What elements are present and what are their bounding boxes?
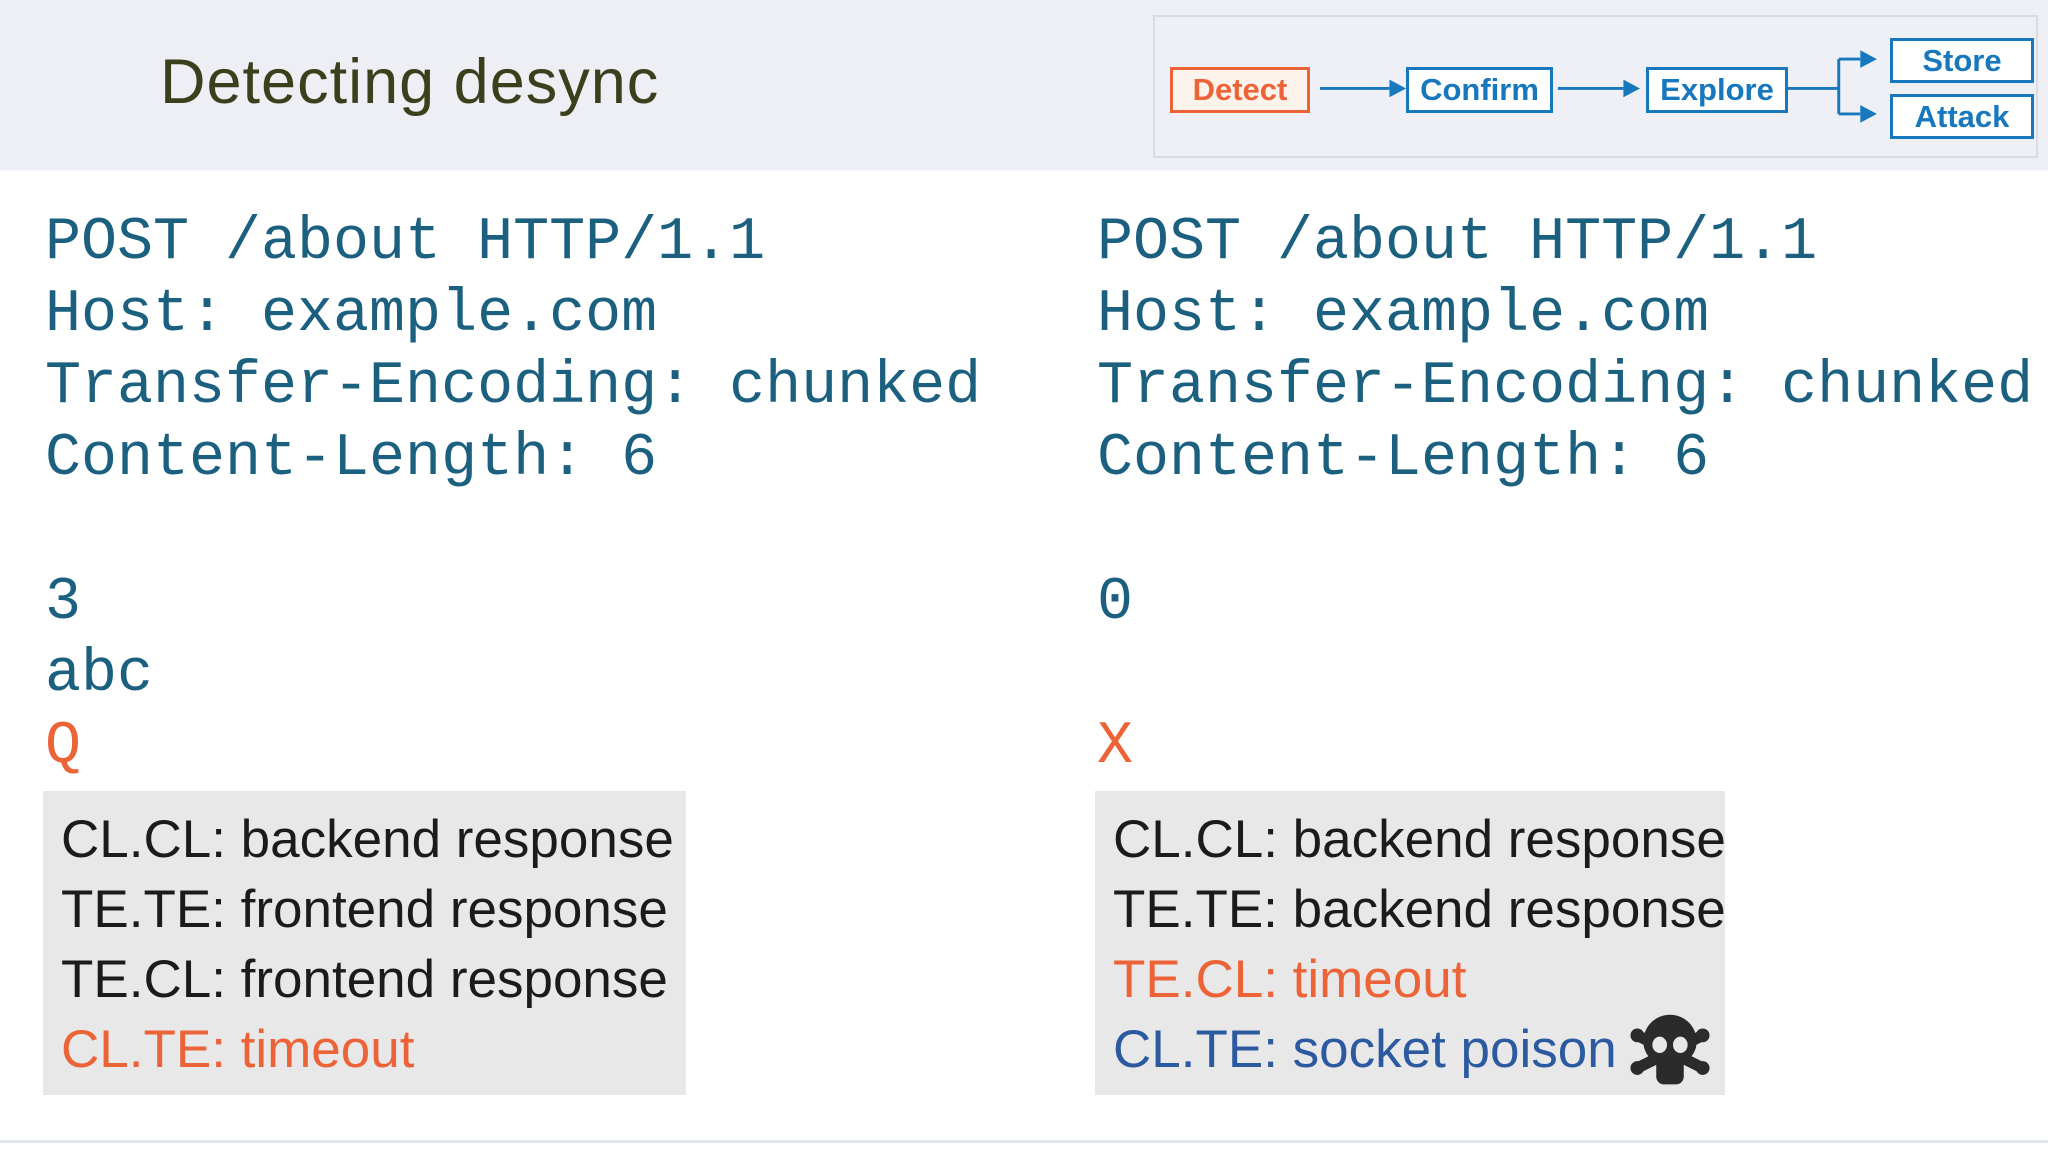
flow-connector-arrows	[1319, 50, 1877, 123]
result-line: CL.CL: backend response	[1113, 810, 1726, 869]
request-line: abc	[45, 641, 154, 709]
request-line: X	[1097, 713, 1134, 781]
flow-step-attack: Attack	[1890, 94, 2034, 139]
result-line: CL.TE: socket poison	[1113, 1014, 1725, 1085]
request-line: Q	[45, 713, 82, 781]
request-line: Host: example.com	[45, 281, 658, 349]
request-line: Transfer-Encoding: chunked	[45, 353, 982, 421]
request-line	[1097, 495, 2033, 567]
http-request-left: POST /about HTTP/1.1 Host: example.com T…	[45, 207, 981, 783]
page-title: Detecting desync	[160, 47, 660, 117]
request-line: 0	[1097, 569, 1134, 637]
flow-step-store: Store	[1890, 38, 2034, 83]
flow-step-detect: Detect	[1170, 67, 1310, 113]
result-line-text: CL.TE: socket poison	[1113, 1020, 1617, 1079]
methodology-flow-diagram: Detect Confirm Explore Store Attack	[1153, 15, 2038, 158]
results-panel-left: CL.CL: backend response TE.TE: frontend …	[43, 791, 686, 1095]
result-line: TE.CL: frontend response	[61, 950, 668, 1009]
http-request-right: POST /about HTTP/1.1 Host: example.com T…	[1097, 207, 2033, 783]
request-line	[1097, 639, 2033, 711]
request-line	[45, 495, 981, 567]
request-line: Transfer-Encoding: chunked	[1097, 353, 2034, 421]
result-line: TE.CL: timeout	[1113, 950, 1467, 1009]
result-line: CL.TE: timeout	[61, 1020, 415, 1079]
request-line: POST /about HTTP/1.1	[1097, 209, 1818, 277]
flow-step-explore: Explore	[1646, 67, 1788, 113]
request-line: 3	[45, 569, 82, 637]
slide-bottom-divider	[0, 1140, 2048, 1143]
result-line: TE.TE: frontend response	[61, 880, 668, 939]
slide-header: Detecting desync Detect Confirm Explore …	[0, 0, 2048, 172]
request-line: POST /about HTTP/1.1	[45, 209, 766, 277]
request-line: Content-Length: 6	[45, 425, 658, 493]
skull-crossbones-icon	[1630, 1014, 1710, 1085]
results-panel-right: CL.CL: backend response TE.TE: backend r…	[1095, 791, 1726, 1095]
request-line: Host: example.com	[1097, 281, 1710, 349]
result-line: CL.CL: backend response	[61, 810, 674, 869]
result-line: TE.TE: backend response	[1113, 880, 1726, 939]
flow-step-confirm: Confirm	[1406, 67, 1553, 113]
request-line: Content-Length: 6	[1097, 425, 1710, 493]
